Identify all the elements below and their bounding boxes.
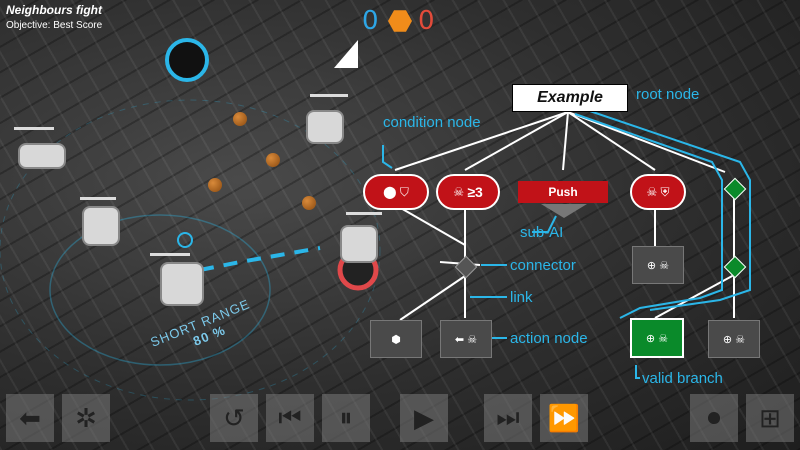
annotation-condition-node: condition node [383, 114, 481, 131]
score-blue: 0 [362, 6, 379, 36]
blue-robot-3 [160, 262, 204, 306]
resource-orb [233, 112, 247, 126]
resource-orb [266, 153, 280, 167]
robot-icon: ⬢ [391, 333, 401, 346]
skull-icon: ☠ [646, 185, 658, 199]
bug-icon: ✲ [75, 402, 97, 433]
back-button[interactable]: ⬅ [6, 394, 54, 442]
annotation-sub-ai: sub-AI [520, 224, 564, 241]
arrow-left-icon: ⬅ [454, 333, 465, 346]
debug-button[interactable]: ✲ [62, 394, 110, 442]
health-shield-icon: ⛨ [660, 184, 670, 199]
action-node-flee[interactable]: ⬢ [370, 320, 422, 358]
crosshair-icon [177, 232, 193, 248]
record-button[interactable]: ⏺ [690, 394, 738, 442]
red-robot-1 [306, 110, 344, 144]
play-button[interactable]: ▶ [400, 394, 448, 442]
root-node[interactable]: Example [512, 84, 628, 112]
annotation-connector: connector [510, 257, 576, 274]
level-objective: Objective: Best Score [6, 20, 103, 31]
level-title: Neighbours fight [6, 3, 102, 17]
shield-icon: ⛉ [399, 184, 409, 199]
blue-robot-2 [82, 206, 120, 246]
skull-icon: ☠ [735, 333, 746, 346]
sub-ai-push-node[interactable]: Push [518, 181, 608, 203]
hp-bar [14, 127, 54, 130]
fast-forward-icon: ⏩ [547, 402, 581, 433]
condition-value: ≥3 [467, 184, 483, 200]
condition-node-health[interactable]: ☠ ⛨ [630, 174, 686, 210]
action-node-target[interactable]: ⊕ ☠ [632, 246, 684, 284]
sub-ai-expand-icon [541, 204, 587, 218]
action-node-attack[interactable]: ⊕ ☠ [708, 320, 760, 358]
skull-icon: ☠ [659, 259, 670, 272]
score-hexagon-icon [388, 10, 412, 32]
hp-bar [150, 253, 190, 256]
skull-icon: ☠ [453, 185, 464, 199]
condition-node-location[interactable]: ⬤ ⛉ [363, 174, 429, 210]
crosshair-icon: ⊕ [645, 332, 656, 345]
play-icon: ▶ [414, 402, 434, 433]
record-icon: ⏺ [707, 402, 721, 432]
target-dash-line [199, 246, 321, 272]
annotation-root-node: root node [636, 86, 700, 103]
tree-view-button[interactable]: ⊞ [746, 394, 794, 442]
back-arrow-icon: ⬅ [19, 402, 41, 433]
skull-icon: ☠ [467, 333, 478, 346]
action-node-valid[interactable]: ⊕ ☠ [630, 318, 684, 358]
undo-icon: ↺ [223, 402, 245, 433]
step-back-button[interactable]: ⏮ [266, 394, 314, 442]
red-robot-2 [340, 225, 378, 263]
annotation-valid-branch: valid branch [642, 370, 723, 387]
pause-icon: ⏸ [339, 402, 353, 432]
pause-button[interactable]: ⏸ [322, 394, 370, 442]
skull-icon: ☠ [658, 332, 669, 345]
step-back-icon: ⏮ [278, 402, 302, 432]
root-node-label: Example [537, 89, 603, 106]
step-forward-icon: ⏭ [496, 402, 520, 432]
hp-bar [80, 197, 116, 200]
hp-bar [310, 94, 348, 97]
flag-icon [334, 40, 358, 68]
score-red: 0 [418, 6, 435, 36]
range-circle-outer [0, 99, 381, 401]
spawn-pad [165, 38, 209, 82]
annotation-link: link [510, 289, 533, 306]
crosshair-icon: ⊕ [646, 259, 657, 272]
fast-forward-button[interactable]: ⏩ [540, 394, 588, 442]
restart-button[interactable]: ↺ [210, 394, 258, 442]
push-label: Push [548, 185, 578, 199]
annotation-action-node: action node [510, 330, 588, 347]
range-circle [49, 214, 271, 366]
map-pin-icon: ⬤ [383, 185, 397, 199]
action-node-move[interactable]: ⬅ ☠ [440, 320, 492, 358]
condition-node-count[interactable]: ☠ ≥3 [436, 174, 500, 210]
tree-view-icon: ⊞ [759, 402, 781, 433]
crosshair-icon: ⊕ [722, 333, 733, 346]
hp-bar [346, 212, 382, 215]
resource-orb [302, 196, 316, 210]
step-forward-button[interactable]: ⏭ [484, 394, 532, 442]
blue-robot-1 [18, 143, 66, 169]
resource-orb [208, 178, 222, 192]
